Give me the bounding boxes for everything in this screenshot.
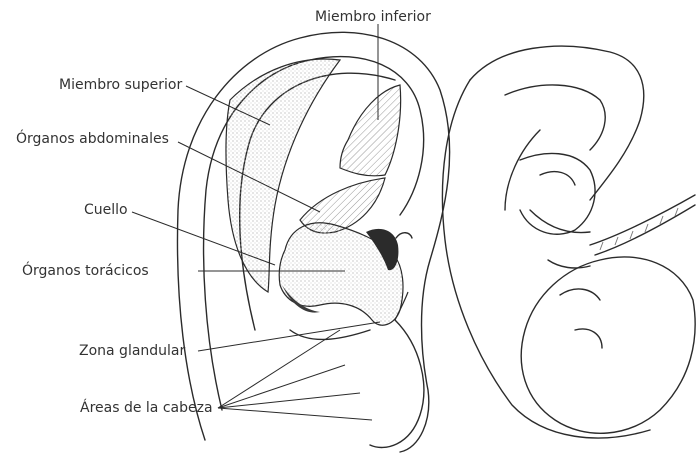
- region-miembro-inferior: [340, 85, 401, 176]
- ear-lobe: [370, 320, 424, 447]
- fetus-drawing: [442, 46, 695, 438]
- leader-areas-cabeza-1: [218, 330, 340, 408]
- label-miembro-inferior: Miembro inferior: [315, 9, 431, 25]
- label-organos-abdominales: Órganos abdominales: [16, 131, 169, 147]
- label-zona-glandular: Zona glandular: [79, 343, 185, 359]
- label-miembro-superior: Miembro superior: [59, 77, 182, 93]
- label-cuello: Cuello: [84, 202, 128, 218]
- label-areas-cabeza: Áreas de la cabeza: [80, 400, 213, 416]
- umbilical-cord-hatch: [600, 208, 678, 250]
- leader-areas-cabeza-4: [218, 408, 372, 420]
- label-organos-toracicos: Órganos torácicos: [22, 263, 149, 279]
- leader-zona-glandular: [198, 322, 380, 351]
